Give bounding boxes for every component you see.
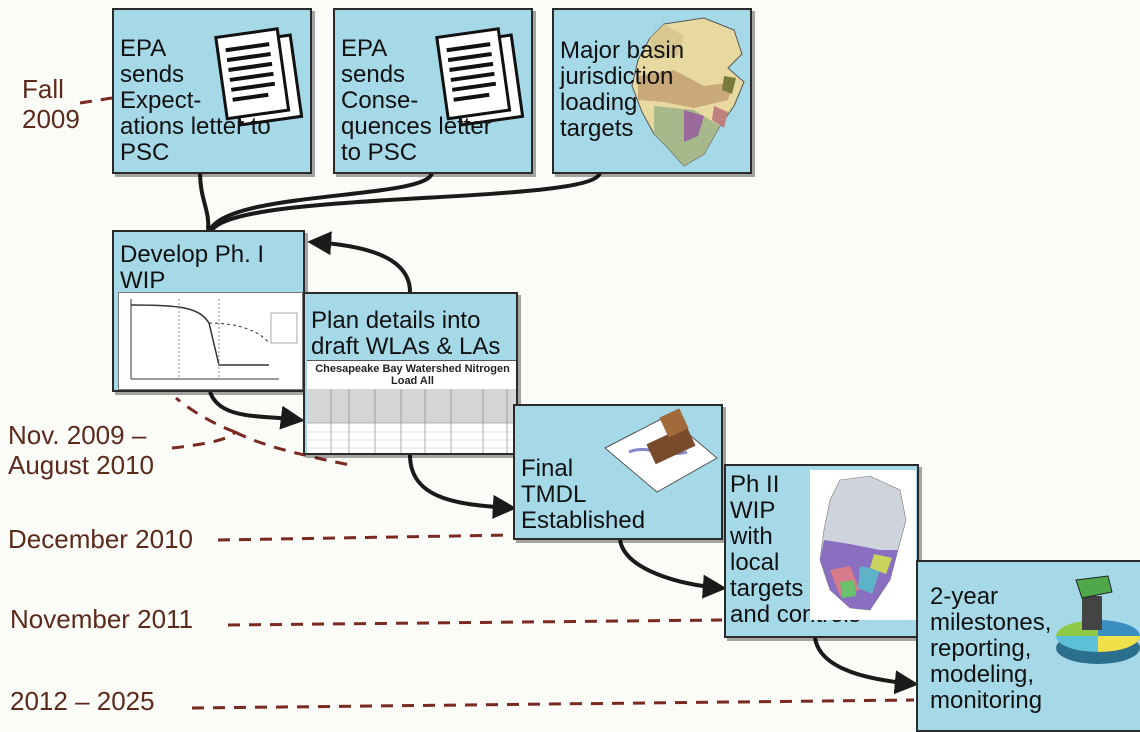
- arrow-final-to-ph2: [618, 539, 727, 599]
- allocation-table-grid: [307, 389, 516, 453]
- watershed-map-icon: [631, 17, 745, 167]
- dash-nov2009: [171, 430, 237, 450]
- timeline-label-dec-2010: December 2010: [8, 524, 193, 554]
- box-epa-consequences-text: EPA sends Conse- quences letter to PSC: [341, 35, 492, 166]
- arrow-plan-to-final: [408, 454, 517, 519]
- box-develop-wip: Develop Ph. I WIP: [112, 230, 305, 392]
- stamp-icon: [604, 408, 718, 493]
- connector-basin: [210, 171, 602, 232]
- box-epa-expectations-text: EPA sends Expect- ations letter to PSC: [120, 35, 271, 166]
- timeline-label-fall-2009: Fall 2009: [22, 74, 80, 134]
- dash-nov-2011: [227, 618, 723, 627]
- box-final-tmdl: Final TMDL Established: [513, 404, 723, 540]
- box-plan-details: Plan details into draft WLAs & LAs Chesa…: [303, 292, 518, 455]
- box-develop-wip-text: Develop Ph. I WIP: [120, 241, 265, 294]
- connector-expectations: [198, 171, 211, 231]
- box-milestones-text: 2-year milestones, reporting, modeling, …: [930, 583, 1052, 714]
- box-final-tmdl-text: Final TMDL Established: [521, 455, 646, 534]
- arrow-plan-to-develop: [307, 231, 412, 293]
- arrow-ph2-to-milestones: [813, 637, 919, 695]
- arrow-develop-to-plan: [208, 391, 305, 430]
- box-epa-expectations: EPA sends Expect- ations letter to PSC: [112, 8, 312, 174]
- dash-dec-2010: [217, 533, 513, 542]
- timeline-label-nov-2011: November 2011: [10, 604, 194, 634]
- box-plan-details-text: Plan details into draft WLAs & LAs: [311, 307, 501, 360]
- local-targets-map-icon: [810, 470, 916, 620]
- timeline-label-2012-2025: 2012 – 2025: [10, 686, 155, 716]
- pie-chart-icon: [1056, 575, 1140, 664]
- box-basin-targets-text: Major basin jurisdiction loading targets: [560, 37, 685, 142]
- document-icon: [435, 27, 525, 127]
- dash-2012-2025: [191, 698, 915, 710]
- wip-chart-thumbnail: [118, 292, 303, 390]
- timeline-label-nov2009-aug2010: Nov. 2009 – August 2010: [8, 420, 155, 480]
- dash-nov2009-b: [234, 430, 351, 467]
- allocation-table-title: Chesapeake Bay Watershed Nitrogen Load A…: [315, 363, 510, 387]
- box-basin-targets: Major basin jurisdiction loading targets: [552, 8, 752, 174]
- allocation-table-thumbnail: Chesapeake Bay Watershed Nitrogen Load A…: [307, 360, 516, 453]
- dash-nov2009-a: [175, 396, 236, 434]
- box-ph2-wip: Ph II WIP with local targets and control…: [724, 464, 919, 638]
- box-epa-consequences: EPA sends Conse- quences letter to PSC: [333, 8, 533, 174]
- dash-fall-2009: [79, 96, 113, 105]
- connector-consequences: [208, 171, 434, 232]
- box-milestones: 2-year milestones, reporting, modeling, …: [916, 560, 1140, 732]
- document-icon: [214, 27, 304, 127]
